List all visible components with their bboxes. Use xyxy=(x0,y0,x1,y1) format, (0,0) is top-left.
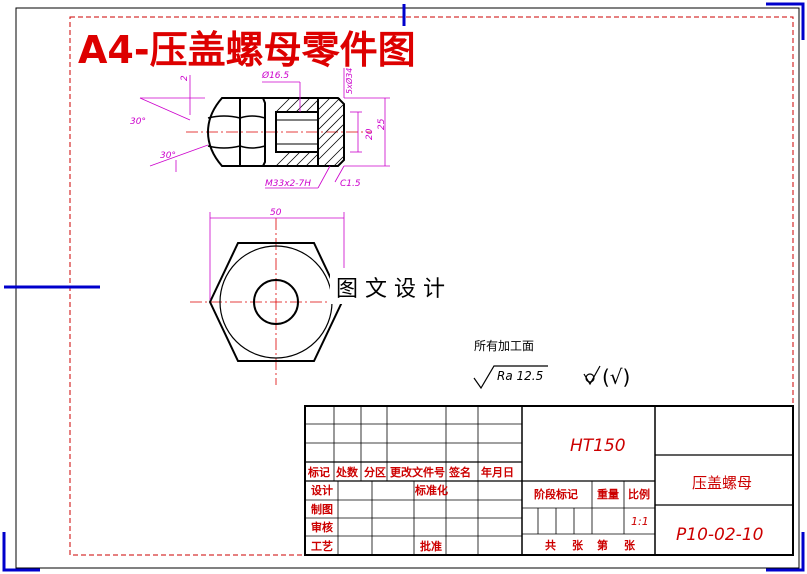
scale-value: 1:1 xyxy=(631,515,649,528)
drawing-title: A4-压盖螺母零件图 xyxy=(78,28,416,72)
header-zone: 分区 xyxy=(364,465,386,479)
header-signature: 签名 xyxy=(448,465,471,479)
part-name: 压盖螺母 xyxy=(692,474,752,492)
dim-thread-spec: M33x2-7H xyxy=(265,179,311,189)
drawing-number: P10-02-10 xyxy=(676,525,763,545)
dim-width-50: 50 xyxy=(270,208,282,218)
dim-thread-dia: 5xØ34 xyxy=(344,68,354,94)
dim-angle-top: 30° xyxy=(130,117,146,127)
role-process: 工艺 xyxy=(311,539,333,553)
side-view xyxy=(186,97,372,167)
material-value: HT150 xyxy=(570,436,626,456)
front-view-dimensions xyxy=(209,212,345,300)
roughness-symbol xyxy=(473,365,548,390)
role-standardize: 标准化 xyxy=(414,483,448,497)
watermark: 图 文 设 计 xyxy=(336,277,445,302)
weight-label: 重量 xyxy=(597,487,619,501)
ratio-label: 比例 xyxy=(628,487,650,501)
dim-bore-dia: Ø16.5 xyxy=(261,70,289,81)
title-block xyxy=(304,405,794,556)
header-date: 年月日 xyxy=(481,465,514,479)
sheet-nth: 第 xyxy=(597,538,608,552)
dim-angle-bottom: 30° xyxy=(160,151,176,161)
stage-mark-label: 阶段标记 xyxy=(534,487,578,501)
front-view xyxy=(190,218,344,385)
other-roughness-note: (√) xyxy=(602,365,630,389)
header-change-doc: 更改文件号 xyxy=(390,465,445,479)
roughness-value: Ra 12.5 xyxy=(497,369,543,383)
dim-chamfer-bottom: C1.5 xyxy=(340,179,361,189)
sheet-zhang-2: 张 xyxy=(624,538,636,552)
role-approve: 批准 xyxy=(420,539,442,553)
sheet-total: 共 xyxy=(545,538,556,552)
sheet-zhang-1: 张 xyxy=(572,538,584,552)
title-block-headers: 标记 处数 分区 更改文件号 签名 年月日 设计 标准化 制图 审核 工艺 批准… xyxy=(307,465,650,553)
header-count: 处数 xyxy=(335,465,359,479)
watermark-bg xyxy=(330,268,480,304)
other-roughness-symbol xyxy=(583,365,601,386)
role-design: 设计 xyxy=(311,483,333,497)
dim-height-25: 25 xyxy=(377,118,387,130)
role-draw: 制图 xyxy=(311,502,333,516)
dim-depth-20: 20 xyxy=(365,128,375,140)
side-view-dimensions xyxy=(139,68,390,189)
surface-note-label: 所有加工面 xyxy=(474,339,534,353)
dim-chamfer-top: 2 xyxy=(180,75,190,81)
header-mark: 标记 xyxy=(307,465,330,479)
role-review: 审核 xyxy=(311,520,333,534)
